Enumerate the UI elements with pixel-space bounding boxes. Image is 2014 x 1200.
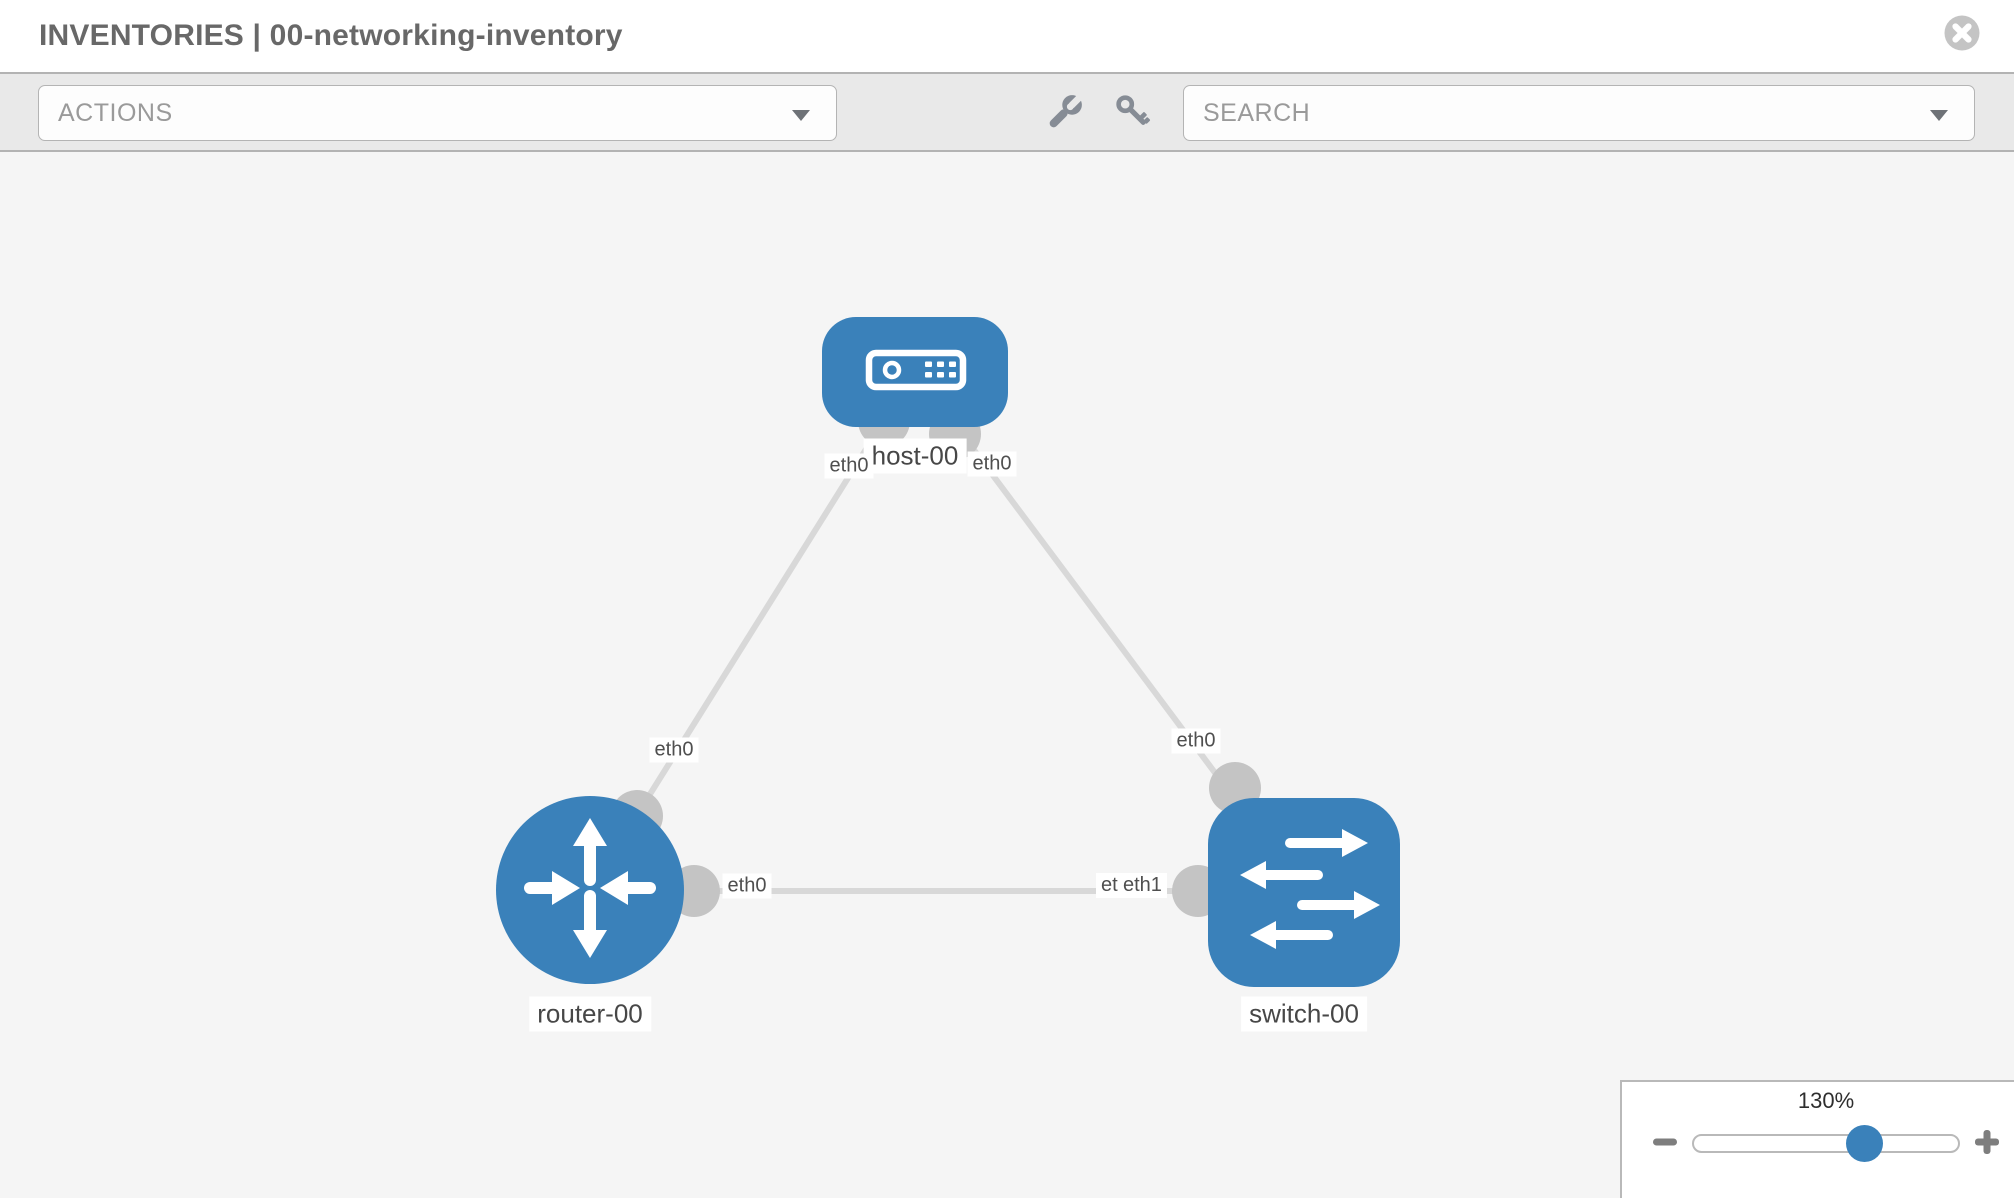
zoom-level-label: 130% — [1797, 1088, 1855, 1113]
zoom-slider-thumb[interactable] — [1846, 1125, 1883, 1162]
node-label-router-00: router-00 — [529, 996, 651, 1032]
switch-icon — [1208, 796, 1400, 990]
zoom-out-button[interactable] — [1645, 1123, 1685, 1163]
node-label-host-00: host-00 — [863, 438, 967, 474]
zoom-in-button[interactable] — [1967, 1123, 2007, 1163]
interface-label-host-eth0-left: eth0 — [824, 453, 874, 479]
page-title: INVENTORIES | 00-networking-inventory — [39, 19, 623, 52]
search-dropdown-label: SEARCH — [1203, 99, 1311, 127]
close-button[interactable] — [1943, 14, 1981, 52]
search-dropdown[interactable]: SEARCH — [1183, 85, 1975, 141]
interface-label-switch-eth0-uplink: eth0 — [1171, 728, 1221, 754]
chevron-down-icon — [792, 110, 810, 121]
chevron-down-icon — [1930, 110, 1948, 121]
node-label-switch-00: switch-00 — [1241, 996, 1367, 1032]
interface-label-switch-eth1: eth1 — [1118, 873, 1167, 898]
key-icon — [1110, 89, 1156, 138]
close-icon — [1943, 15, 1981, 55]
toolbar: ACTIONS — [0, 72, 2014, 152]
credentials-button[interactable] — [1108, 85, 1158, 141]
host-node-shape — [822, 317, 1008, 427]
router-icon — [496, 794, 684, 987]
zoom-slider-track[interactable] — [1692, 1134, 1960, 1153]
node-host-00[interactable] — [822, 317, 1008, 427]
configure-button[interactable] — [1040, 85, 1090, 141]
topology-canvas[interactable]: host-00 router-00 switch-00 eth0 eth0 et… — [0, 152, 2014, 1198]
plus-icon — [1972, 1127, 2002, 1160]
switch-node-shape — [1208, 798, 1400, 987]
router-node-shape — [496, 796, 684, 984]
topology-edges-svg — [587, 369, 1307, 917]
node-switch-00[interactable] — [1208, 798, 1400, 987]
interface-label-router-eth0-uplink: eth0 — [649, 737, 699, 763]
minus-icon — [1651, 1128, 1679, 1159]
interface-label-router-eth0: eth0 — [722, 873, 772, 899]
actions-dropdown-label: ACTIONS — [58, 99, 173, 127]
actions-dropdown[interactable]: ACTIONS — [38, 85, 837, 141]
host-icon — [822, 315, 1008, 430]
zoom-panel: 130% — [1620, 1080, 2014, 1198]
wrench-icon — [1042, 89, 1088, 138]
header-bar: INVENTORIES | 00-networking-inventory — [0, 0, 2014, 72]
interface-label-host-eth0-right: eth0 — [967, 451, 1017, 477]
node-router-00[interactable] — [496, 796, 684, 984]
